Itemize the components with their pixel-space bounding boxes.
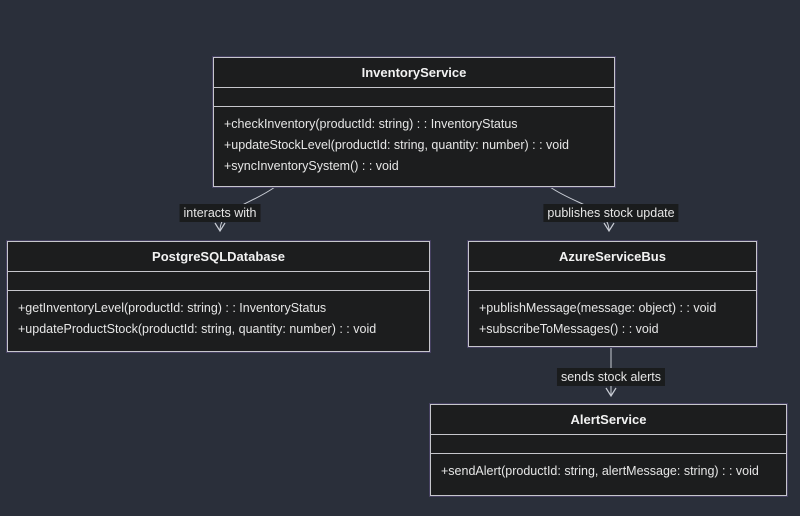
method-item: +getInventoryLevel(productId: string) : … (18, 301, 327, 315)
class-title: AzureServiceBus (469, 242, 756, 272)
class-attributes-section (8, 272, 429, 291)
edge-label-publishes-stock-update: publishes stock update (543, 204, 679, 222)
method-item: +updateStockLevel(productId: string, qua… (224, 138, 569, 152)
class-attributes-section (431, 435, 786, 454)
class-title: AlertService (431, 405, 786, 435)
class-box-azure-service-bus: AzureServiceBus +publishMessage(message:… (467, 240, 758, 348)
class-box-postgresql-database: PostgreSQLDatabase +getInventoryLevel(pr… (6, 240, 431, 353)
class-methods-section: +checkInventory(productId: string) : : I… (214, 107, 614, 186)
class-attributes-section (214, 88, 614, 107)
method-item: +checkInventory(productId: string) : : I… (224, 117, 518, 131)
class-box-alert-service: AlertService +sendAlert(productId: strin… (429, 403, 788, 497)
class-box-inventory-service: InventoryService +checkInventory(product… (212, 56, 616, 188)
class-methods-section: +publishMessage(message: object) : : voi… (469, 291, 756, 346)
class-methods-section: +sendAlert(productId: string, alertMessa… (431, 454, 786, 495)
class-attributes-section (469, 272, 756, 291)
edge-label-sends-stock-alerts: sends stock alerts (556, 368, 666, 386)
edge-label-interacts-with: interacts with (179, 204, 261, 222)
method-item: +publishMessage(message: object) : : voi… (479, 301, 717, 315)
method-item: +sendAlert(productId: string, alertMessa… (441, 464, 759, 478)
class-title: InventoryService (214, 58, 614, 88)
method-item: +syncInventorySystem() : : void (224, 159, 399, 173)
class-methods-section: +getInventoryLevel(productId: string) : … (8, 291, 429, 351)
method-item: +updateProductStock(productId: string, q… (18, 322, 377, 336)
class-title: PostgreSQLDatabase (8, 242, 429, 272)
method-item: +subscribeToMessages() : : void (479, 322, 659, 336)
